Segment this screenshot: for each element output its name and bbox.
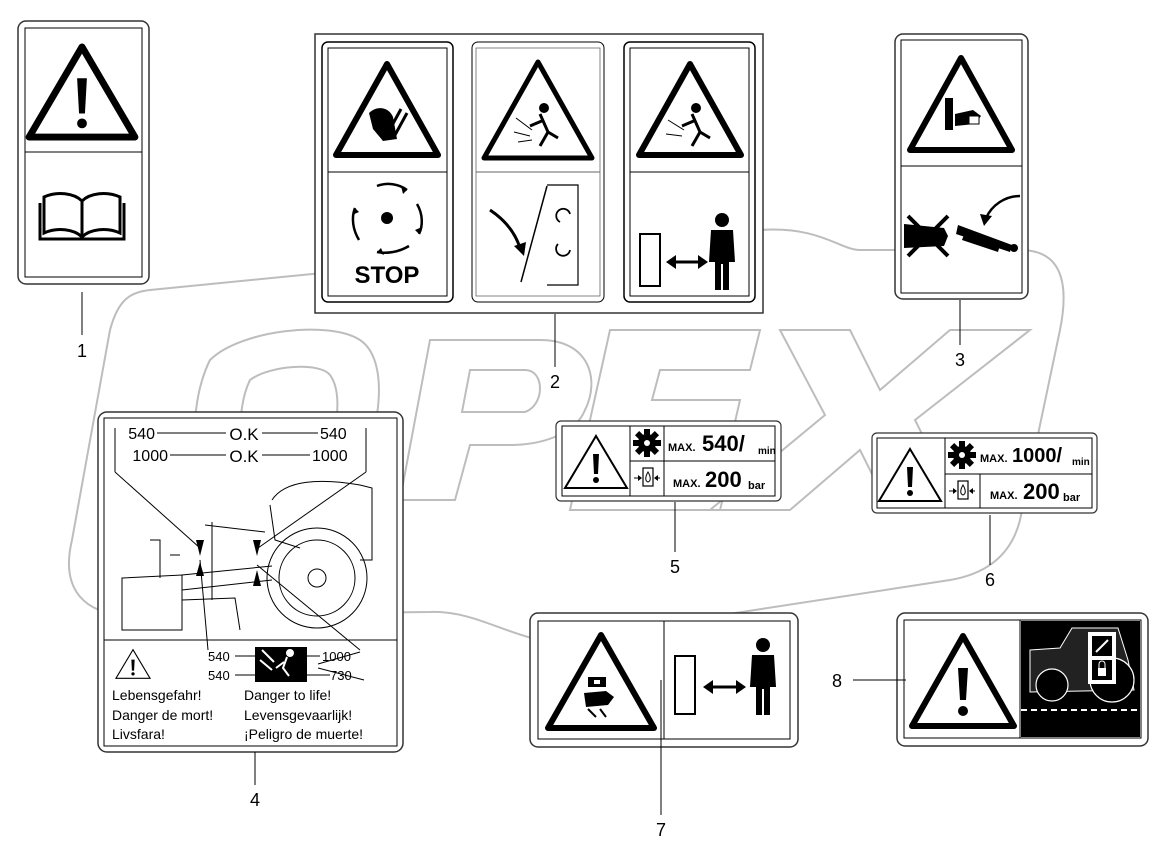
callout-5: 5 [670,557,680,577]
tractor-driveline-illustration [121,480,373,631]
machine-box-icon [674,655,696,715]
callout-4: 4 [250,790,260,810]
rotating-arrows-icon [351,182,423,255]
no-hand-icon [904,214,950,258]
warning-nl: Levensgevaarlijk! [244,707,352,723]
gear-icon [948,441,976,469]
closing-cover-icon [956,194,1021,252]
ok-label-1: O.K [229,425,259,444]
book-icon [38,192,126,241]
crush-hand-icon [945,98,981,130]
callout-3: 3 [955,350,965,370]
ok-label-2: O.K [229,447,259,466]
speed-unit: min [1072,457,1090,468]
pto-540-left: 540 [128,426,155,443]
pressure-max-label: MAX. [673,478,701,490]
warning-es: ¡Peligro de muerte! [244,726,363,742]
callout-6: 6 [985,570,995,590]
stop-label: STOP [355,262,420,289]
callout-8: 8 [832,671,842,691]
tractor-icon [1021,621,1140,737]
thrown-object-icon [513,103,559,147]
pto-1000-right: 1000 [312,448,348,465]
callout-7: 7 [656,820,666,840]
warning-en: Danger to life! [244,687,331,703]
speed-unit: min [758,446,776,457]
pressure-unit: bar [748,480,766,492]
warning-de: Lebensgefahr! [112,687,202,703]
speed-max-label: MAX. [668,442,696,454]
pressure-max-label: MAX. [990,490,1018,502]
pressure-value: 200 [705,467,742,492]
decal-1 [17,20,150,285]
decal-2: STOP [314,33,764,314]
decal-7 [529,612,799,748]
crush-hand-icon [584,677,614,718]
small-1000: 1000 [322,649,351,664]
machine-box-icon [639,233,661,287]
pto-540-right: 540 [320,426,347,443]
decal-6: MAX. 1000/ min MAX. 200 bar [871,432,1098,514]
decal-4: 540 O.K 540 1000 O.K 1000 [97,411,404,753]
decal-5: MAX. 540/ min MAX. 200 bar [555,420,782,502]
warning-fr: Danger de mort! [112,707,213,723]
decal-3 [894,33,1029,300]
speed-value: 1000/ [1012,445,1062,467]
double-arrow-icon [703,680,746,694]
hydraulic-icon [949,480,975,500]
pressure-unit: bar [1063,492,1081,504]
small-730: 730 [330,668,352,683]
blade-rotation-icon [489,184,579,286]
small-540-a: 540 [208,649,230,664]
callout-1: 1 [77,341,87,361]
small-540-b: 540 [208,668,230,683]
hand-cut-icon [369,108,409,141]
thrown-object-icon-2 [665,103,711,147]
hydraulic-icon [634,467,660,487]
coupling-arrows [196,540,261,586]
decal-8 [896,612,1149,747]
double-arrow-icon [666,255,708,269]
pto-1000-left: 1000 [132,448,168,465]
speed-value: 540/ [702,431,745,456]
callout-2: 2 [550,372,560,392]
warning-sv: Livsfara! [112,726,165,742]
speed-max-label: MAX. [980,453,1008,465]
gear-icon [633,429,661,457]
pressure-value: 200 [1023,479,1060,504]
